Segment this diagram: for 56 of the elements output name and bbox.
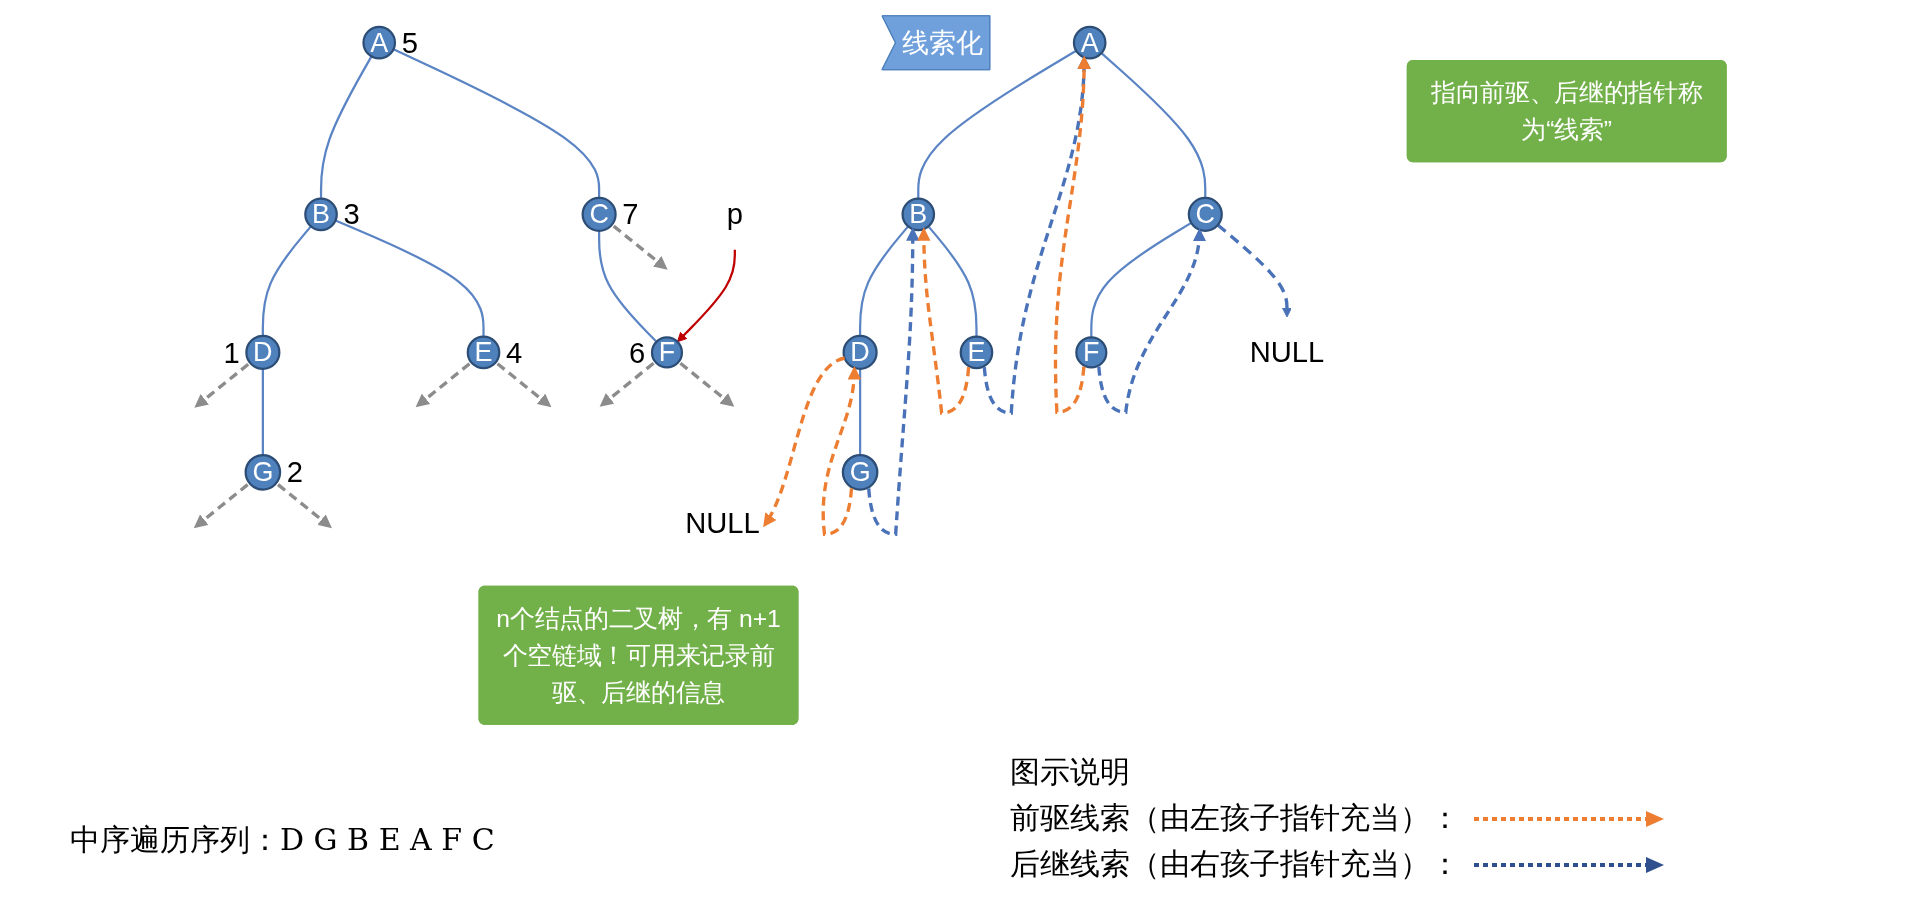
connector [859, 368, 862, 456]
arrow [677, 249, 736, 343]
node-text: NULL [685, 506, 760, 541]
node-circle: F [1075, 336, 1108, 369]
node-circle: F [650, 336, 684, 369]
arrow [679, 361, 735, 407]
node-circle: D [842, 334, 878, 370]
node-text: p [726, 196, 743, 231]
arrow [612, 224, 668, 270]
order-number: 1 [223, 336, 240, 369]
connector [261, 368, 264, 456]
connector [917, 49, 1077, 199]
arrow [867, 227, 920, 537]
legend-title: 图示说明 [1010, 753, 1130, 791]
node-circle: C [1187, 196, 1223, 232]
arrow [1053, 55, 1091, 414]
order-number: 6 [629, 336, 646, 369]
node-circle: B [304, 197, 338, 232]
node-text: NULL [1249, 335, 1325, 369]
legend-text: 前驱线索（由左孩子指针充当）： [1010, 799, 1460, 837]
arrow [917, 227, 971, 415]
connector [319, 55, 373, 199]
connector [859, 225, 909, 336]
arrow [496, 362, 552, 408]
node-circle: D [245, 334, 281, 370]
node-circle: G [841, 454, 879, 491]
arrow [415, 362, 471, 408]
connector [1100, 52, 1207, 198]
node-circle: B [901, 197, 936, 232]
connector [927, 225, 978, 337]
arrow [599, 361, 655, 407]
sequence-text: 中序遍历序列：D G B E A F C [70, 821, 495, 859]
arrow [276, 483, 332, 529]
order-number: 3 [343, 198, 360, 231]
arrow [1216, 223, 1292, 318]
connector [1090, 221, 1192, 338]
arrow [1097, 228, 1206, 414]
connector [598, 230, 658, 343]
order-number: 2 [286, 456, 304, 489]
arrow [763, 356, 846, 528]
order-number: 7 [622, 198, 639, 231]
order-number: 4 [505, 336, 523, 369]
node-circle: C [581, 196, 617, 232]
connector [335, 219, 485, 337]
node-circle: A [1072, 25, 1107, 60]
arrow [821, 366, 861, 537]
arrow [194, 362, 250, 408]
arrow [193, 483, 249, 529]
node-circle: E [466, 335, 501, 370]
node-circle: E [959, 335, 994, 370]
node-circle: G [244, 454, 282, 491]
order-number: 5 [401, 26, 418, 59]
connector [393, 48, 601, 198]
legend-text: 后继线索（由右孩子指针充当）： [1010, 845, 1460, 883]
connector [261, 225, 312, 336]
node-circle: A [362, 25, 397, 60]
